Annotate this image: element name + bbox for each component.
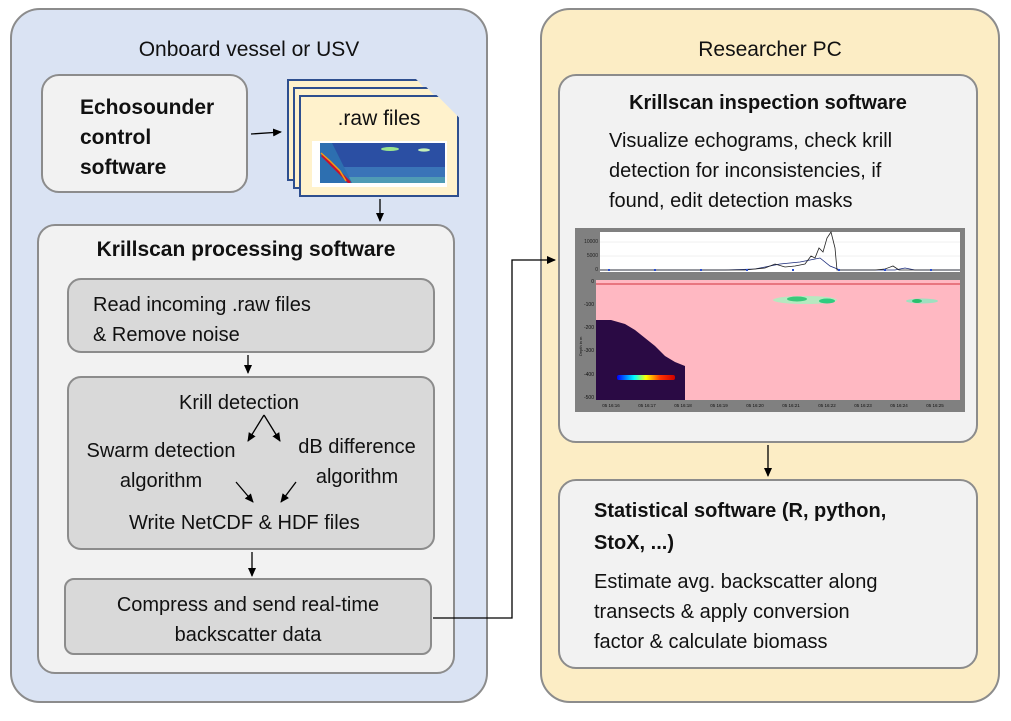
time-tick: 05 16:21 (782, 403, 800, 408)
researcher-panel-title: Researcher PC (698, 38, 842, 61)
time-tick: 05 16:20 (746, 403, 764, 408)
time-tick: 05 16:17 (638, 403, 656, 408)
db-difference-label: dB difference algorithm (298, 436, 416, 488)
write-files-label: Write NetCDF & HDF files (129, 512, 360, 534)
time-tick: 05 16:18 (674, 403, 692, 408)
backscatter-line-chart (600, 232, 960, 272)
processing-software-title: Krillscan processing software (96, 238, 396, 261)
krill-detection-box (67, 376, 435, 550)
compress-send-label: Compress and send real-time backscatter … (116, 594, 380, 646)
depth-tick: -100 (584, 302, 594, 308)
depth-tick: 0 (591, 279, 594, 285)
inspection-software-title: Krillscan inspection software (629, 92, 907, 114)
depth-tick: -300 (584, 348, 594, 354)
time-tick: 05 16:25 (926, 403, 944, 408)
time-tick: 05 16:23 (854, 403, 872, 408)
inspection-description: Visualize echograms, check krill detecti… (609, 130, 893, 212)
depth-axis-label: Depth in m (578, 336, 583, 356)
echosounder-label: Echosounder control software (80, 96, 215, 179)
top-y-tick: 5000 (587, 253, 598, 259)
read-files-label: Read incoming .raw files & Remove noise (93, 294, 311, 346)
compress-send-box: Compress and send real-time backscatter … (64, 578, 432, 655)
raw-files-label: .raw files (337, 107, 421, 130)
depth-tick: -200 (584, 325, 594, 331)
statistical-software-title: Statistical software (R, python, StoX, .… (594, 500, 887, 554)
raw-echogram-thumbnail (312, 141, 447, 187)
top-y-tick: 10000 (584, 239, 598, 245)
krill-detection-title: Krill detection (179, 392, 300, 414)
statistical-software-box: Statistical software (R, python, StoX, .… (558, 479, 978, 669)
time-tick: 05 16:22 (818, 403, 836, 408)
time-tick: 05 16:24 (890, 403, 908, 408)
depth-tick: -500 (584, 395, 594, 401)
krill-mask-bar (617, 375, 675, 380)
statistical-description: Estimate avg. backscatter along transect… (594, 571, 878, 653)
depth-tick: -400 (584, 372, 594, 378)
echosounder-control-box: Echosounder control software (41, 74, 248, 193)
top-y-tick: 0 (595, 267, 598, 273)
echogram-screenshot: 10000 5000 0 0 -100 -200 -300 -400 -500 … (575, 228, 965, 412)
swarm-detection-label: Swarm detection algorithm (86, 440, 236, 492)
raw-files-card: .raw files (299, 95, 459, 197)
time-tick: 05 16:16 (602, 403, 620, 408)
onboard-panel-title: Onboard vessel or USV (138, 38, 360, 61)
time-tick: 05 16:19 (710, 403, 728, 408)
read-files-box: Read incoming .raw files & Remove noise (67, 278, 435, 353)
